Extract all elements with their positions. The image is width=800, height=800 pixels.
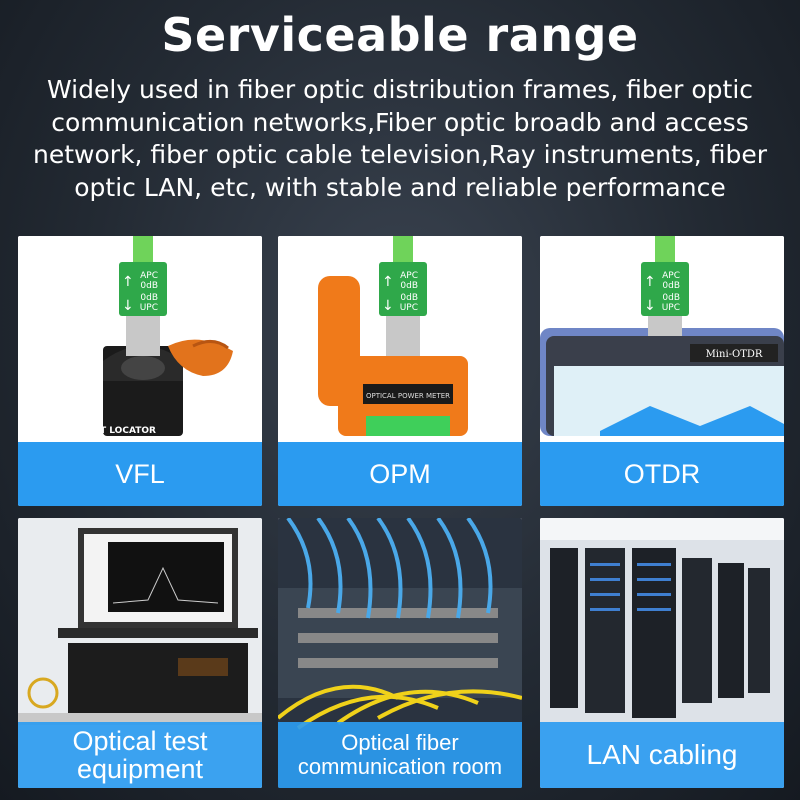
adapter-0db-text: 0dB bbox=[662, 281, 680, 291]
lan-cabling-photo bbox=[540, 518, 784, 788]
card-label-opm: OPM bbox=[278, 442, 522, 506]
card-vfl: APC 0dB UPC 0dB ↑ ↓ T LOCATOR VFL bbox=[18, 236, 262, 506]
adapter-apc-text: APC bbox=[662, 271, 680, 281]
card-opm: OPTICAL POWER METER APC 0dB 0dB UPC ↑ ↓ … bbox=[278, 236, 522, 506]
adapter-upc-text: UPC bbox=[140, 303, 158, 313]
adapter-0db-text-2: 0dB bbox=[140, 293, 158, 303]
card-fiber-room: Optical fiber communication room bbox=[278, 518, 522, 788]
adapter-upc-text: UPC bbox=[400, 303, 418, 313]
vfl-photo: APC 0dB UPC 0dB ↑ ↓ T LOCATOR bbox=[18, 236, 262, 436]
card-lan-cabling: LAN cabling bbox=[540, 518, 784, 788]
card-label-otdr: OTDR bbox=[540, 442, 784, 506]
card-label-fiber-room: Optical fiber communication room bbox=[278, 722, 522, 788]
otdr-photo: Mini-OTDR APC 0dB 0dB UPC ↑ ↓ bbox=[540, 236, 784, 436]
card-label-vfl: VFL bbox=[18, 442, 262, 506]
opm-photo: OPTICAL POWER METER APC 0dB 0dB UPC ↑ ↓ bbox=[278, 236, 522, 436]
down-arrow-icon: ↓ bbox=[382, 298, 394, 314]
adapter-0db-text-2: 0dB bbox=[662, 293, 680, 303]
down-arrow-icon: ↓ bbox=[644, 298, 656, 314]
card-otdr: Mini-OTDR APC 0dB 0dB UPC ↑ ↓ OTDR bbox=[540, 236, 784, 506]
adapter-0db-text-2: 0dB bbox=[400, 293, 418, 303]
adapter-0db-text: 0dB bbox=[400, 281, 418, 291]
card-label-lan-cabling: LAN cabling bbox=[540, 722, 784, 788]
vfl-device-text: T LOCATOR bbox=[100, 426, 156, 436]
page-subtitle: Widely used in fiber optic distribution … bbox=[33, 75, 767, 202]
up-arrow-icon: ↑ bbox=[644, 274, 656, 290]
adapter-apc-text: APC bbox=[400, 271, 418, 281]
adapter-0db-text: 0dB bbox=[140, 281, 158, 291]
up-arrow-icon: ↑ bbox=[382, 274, 394, 290]
adapter-upc-text: UPC bbox=[662, 303, 680, 313]
up-arrow-icon: ↑ bbox=[122, 274, 134, 290]
card-optical-test: Optical test equipment bbox=[18, 518, 262, 788]
opm-device-text: OPTICAL POWER METER bbox=[366, 392, 450, 400]
adapter-apc-text: APC bbox=[140, 271, 158, 281]
page-title: Serviceable range bbox=[161, 8, 639, 62]
down-arrow-icon: ↓ bbox=[122, 298, 134, 314]
card-label-optical-test: Optical test equipment bbox=[18, 722, 262, 788]
otdr-device-text: Mini-OTDR bbox=[706, 349, 763, 360]
